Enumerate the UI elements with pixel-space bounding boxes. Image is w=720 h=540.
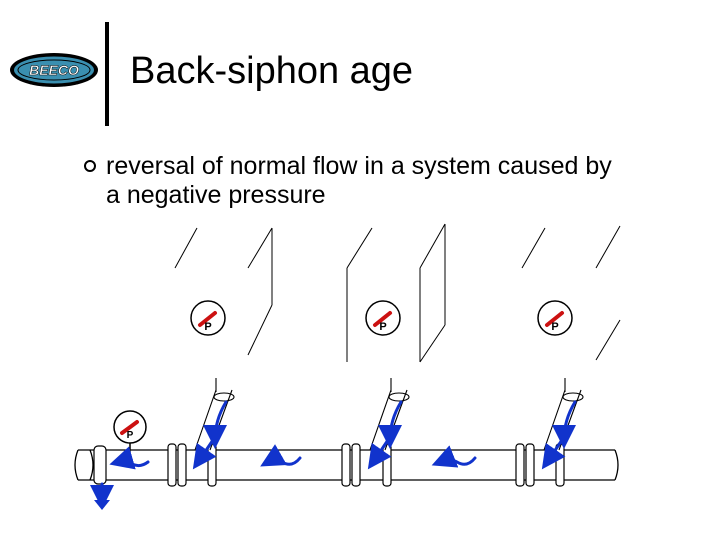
branch-pipes: [194, 378, 584, 451]
gauge-label: P: [127, 430, 134, 441]
title-divider: [105, 22, 109, 126]
beeco-logo: BEECO: [10, 53, 98, 87]
bullet-text: reversal of normal flow in a system caus…: [106, 152, 612, 209]
logo-text: BEECO: [29, 62, 79, 78]
pressure-gauge: P: [190, 300, 226, 336]
pressure-gauge: P: [537, 300, 573, 336]
building-sketch-lines: [174, 223, 621, 363]
slide-title: Back-siphon age: [130, 50, 414, 92]
flow-arrows: [90, 400, 577, 509]
gauge-label: P: [204, 321, 211, 333]
gauge-label: P: [551, 321, 558, 333]
gauge-label: P: [379, 321, 386, 333]
pressure-gauge: P: [365, 300, 401, 336]
bullet-marker: [84, 160, 96, 172]
back-siphonage-diagram: P P P P: [74, 223, 621, 510]
drain-arrow: [94, 500, 110, 510]
pressure-gauge: P: [113, 410, 147, 452]
